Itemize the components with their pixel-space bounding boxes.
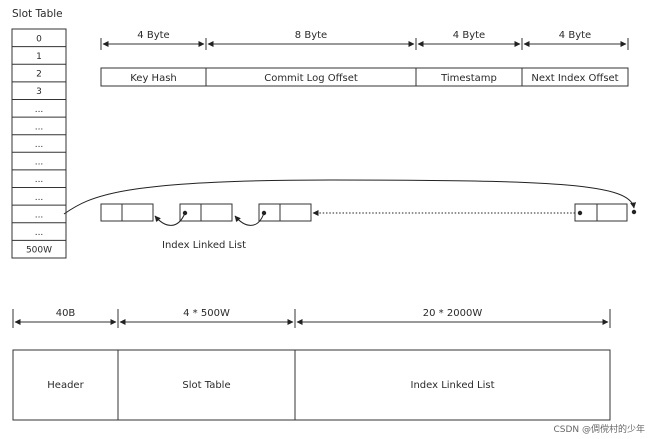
field-size-label: 4 Byte — [559, 30, 591, 41]
field-name: Timestamp — [440, 73, 497, 84]
slot-table: 0 1 2 3........................ 500W — [11, 28, 67, 259]
slot-row: ... — [35, 105, 44, 115]
slot-row: ... — [35, 140, 44, 150]
field-name: Key Hash — [130, 73, 177, 84]
list-node — [179, 203, 233, 222]
field-name: Next Index Offset — [531, 73, 618, 84]
file-layout: 40B 4 * 500W 20 * 2000W Header Slot Tabl… — [12, 308, 611, 421]
field-name: Commit Log Offset — [264, 73, 358, 84]
pointer-arrow — [234, 212, 265, 226]
slot-row: 500W — [26, 246, 52, 256]
list-node — [258, 203, 312, 222]
watermark: CSDN @倜傥村的少年 — [553, 423, 645, 435]
section-size-label: 4 * 500W — [183, 308, 230, 319]
slot-row: ... — [35, 175, 44, 185]
field-size-label: 8 Byte — [295, 30, 327, 41]
slot-table-title: Slot Table — [12, 8, 63, 20]
entry-format: 4 Byte 8 Byte 4 Byte 4 Byte Key Hash Com… — [100, 30, 629, 87]
section-size-label: 40B — [56, 308, 76, 319]
section-name: Slot Table — [182, 380, 230, 391]
slot-pointer-arrow — [63, 179, 637, 215]
field-size-label: 4 Byte — [137, 30, 169, 41]
slot-row: 2 — [36, 70, 42, 80]
slot-row: 3 — [36, 87, 42, 97]
slot-row: ... — [35, 210, 44, 220]
linked-list-label: Index Linked List — [162, 240, 246, 251]
slot-row: ... — [35, 193, 44, 203]
list-node — [100, 203, 154, 222]
index-linked-list: Index Linked List — [63, 179, 637, 251]
section-size-label: 20 * 2000W — [423, 308, 483, 319]
slot-row: ... — [35, 158, 44, 168]
field-size-label: 4 Byte — [453, 30, 485, 41]
slot-row: ... — [35, 228, 44, 238]
slot-row: 0 — [36, 34, 42, 44]
slot-row: ... — [35, 122, 44, 132]
section-name: Index Linked List — [411, 380, 495, 391]
section-name: Header — [47, 380, 84, 391]
pointer-arrow — [154, 212, 186, 226]
list-node — [574, 203, 628, 222]
slot-row: 1 — [36, 52, 42, 62]
